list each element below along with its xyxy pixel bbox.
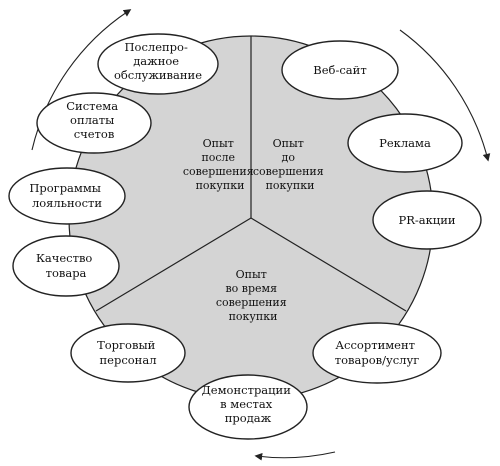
sector-label-after: Опыт после совершения покупки: [183, 137, 257, 192]
svg-text:Ассортимент товаров/услу: Ассортимент товаров/услуг: [335, 338, 420, 367]
svg-text:Демонстрации в местах: Демонстрации в местах продаж: [201, 383, 294, 425]
divider-lower-left: [95, 217, 252, 312]
svg-text:Послепро- дажное о: Послепро- дажное обслуживание: [114, 40, 202, 82]
svg-text:Веб-сайт: Веб-сайт: [313, 63, 366, 77]
touchpoint-after-sales: Послепро- дажное обслуживание: [97, 33, 219, 95]
svg-text:Торговый персонал: Торговый персонал: [97, 338, 159, 367]
touchpoint-product-quality: Качество товара: [12, 235, 120, 297]
touchpoint-billing: Система оплаты счетов: [36, 92, 152, 154]
touchpoint-advertising: Реклама: [347, 113, 463, 173]
sector-label-during: Опыт во время совершения покупки: [216, 268, 290, 323]
divider-lower-right: [250, 217, 407, 312]
touchpoint-pr: PR-акции: [372, 190, 482, 250]
svg-text:Программы лояльности: Программы лояльности: [29, 181, 104, 210]
svg-text:PR-акции: PR-акции: [398, 213, 455, 227]
sector-label-before: Опыт до совершения покупки: [253, 137, 327, 192]
flow-arrow-bottom: [254, 451, 336, 461]
touchpoint-assortment: Ассортимент товаров/услуг: [312, 322, 442, 384]
touchpoint-sales-staff: Торговый персонал: [70, 323, 186, 383]
svg-text:Реклама: Реклама: [379, 136, 431, 150]
svg-text:Система оплаты сче: Система оплаты счетов: [66, 99, 122, 141]
touchpoint-website: Веб-сайт: [281, 40, 399, 100]
flow-arrow-right: [399, 29, 491, 162]
touchpoint-demos: Демонстрации в местах продаж: [188, 374, 308, 440]
touchpoint-loyalty: Программы лояльности: [8, 167, 126, 225]
svg-text:Качество товара: Качество товара: [36, 251, 96, 280]
